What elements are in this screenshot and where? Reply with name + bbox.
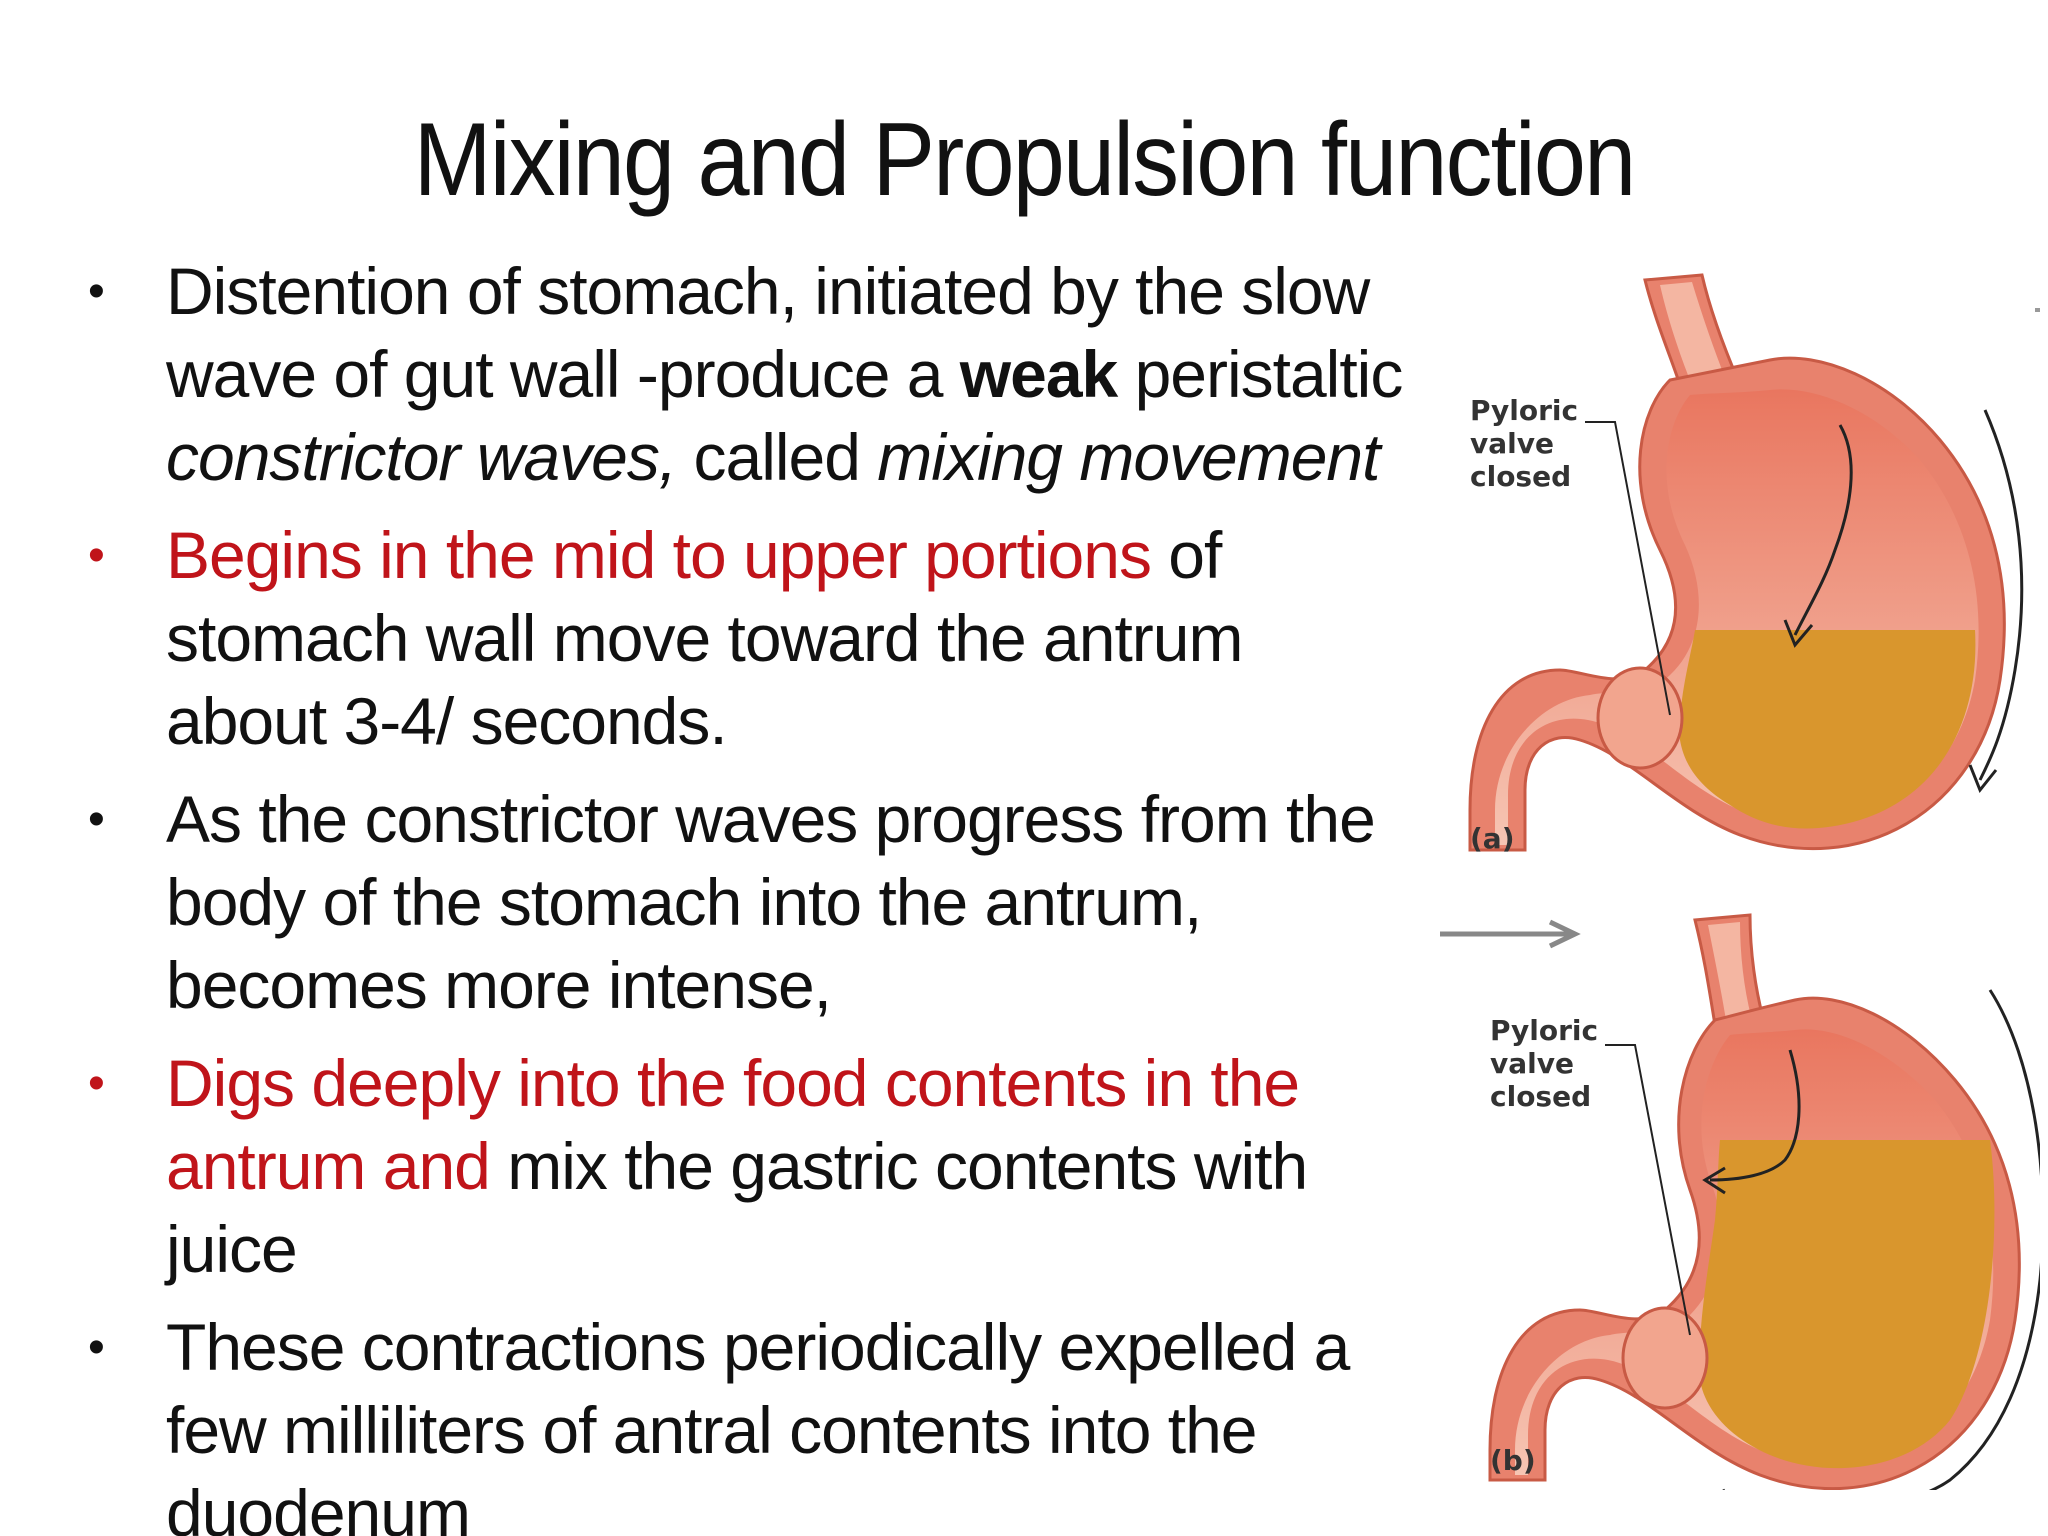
bullet-segment: As the constrictor waves progress from t… [166,782,1376,1022]
bullet-segment-italic: mixing movement [877,420,1380,494]
bullet-item: • Distention of stomach, initiated by th… [88,250,1418,499]
bullet-item: • Begins in the mid to upper portions of… [88,514,1418,763]
panel-b-letter: (b) [1490,1444,1536,1477]
bullet-dot: • [88,1057,105,1110]
bullet-text: These contractions periodically expelled… [166,1306,1418,1536]
bullet-segment-bold: weak [959,337,1118,411]
stomach-panel-a: Pyloric valve closed (a) [1468,273,2040,855]
bullet-segment-italic: constrictor waves, [166,420,677,494]
bullet-dot: • [88,1321,105,1374]
panel-b-label-3: closed [1490,1080,1591,1113]
bullet-segment: mix the gastric contents with juice [166,1129,1308,1286]
bullet-item: • Digs deeply into the food contents in … [88,1042,1418,1291]
panel-b-label-1: Pyloric [1490,1014,1598,1047]
stomach-illustration: Pyloric valve closed (a) [1440,273,2040,1490]
bullet-text: Begins in the mid to upper portions of s… [166,514,1418,763]
panel-a-label-3: closed [1470,460,1571,493]
panel-a-letter: (a) [1470,822,1515,855]
bullet-text: Distention of stomach, initiated by the … [166,250,1418,499]
bullet-text: As the constrictor waves progress from t… [166,778,1418,1027]
bullet-item: • These contractions periodically expell… [88,1306,1418,1536]
bullet-segment: called [676,420,878,494]
bullet-dot: • [88,529,105,582]
bullet-text: Digs deeply into the food contents in th… [166,1042,1418,1291]
stomach-panel-b: Pyloric valve closed (b) [1440,913,2040,1490]
panel-a-label-2: valve [1470,427,1554,460]
bullet-dot: • [88,793,105,846]
bullet-segment: Distention of stomach, initiated by the … [166,254,1370,411]
panel-b-label-2: valve [1490,1047,1574,1080]
bullet-segment-red: Digs deeply into the food contents in th… [166,1046,1300,1203]
bullet-item: • As the constrictor waves progress from… [88,778,1418,1027]
bullet-segment-red: Begins in the mid to upper portions [166,518,1152,592]
bullet-list: • Distention of stomach, initiated by th… [88,250,1418,1536]
stomach-figure: Pyloric valve closed (a) [1440,250,2040,1490]
bullet-dot: • [88,265,105,318]
panel-a-label-1: Pyloric [1470,394,1578,427]
bullet-segment: These contractions periodically expelled… [166,1310,1350,1536]
bullet-segment: of stomach wall move toward the antrum a… [166,518,1243,758]
bullet-segment: peristaltic [1117,337,1404,411]
slide-title: Mixing and Propulsion function [413,102,1637,218]
